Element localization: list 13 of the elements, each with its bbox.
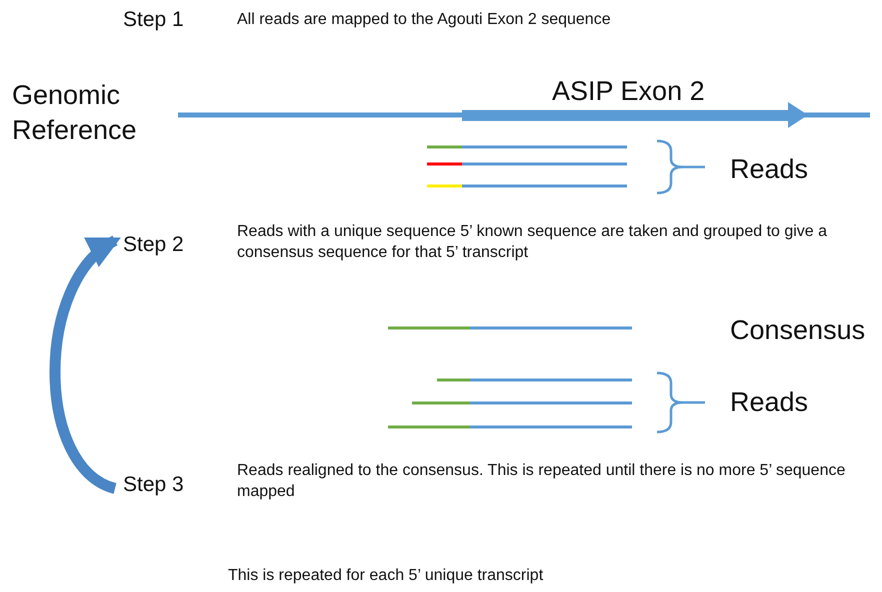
reads-label: Reads — [730, 153, 808, 186]
note-text: This is repeated for each 5’ unique transcript — [228, 566, 544, 586]
step-description: Reads realigned to the consensus. This is repeated until there is no more 5’ sequence mapped — [237, 461, 846, 502]
step-description: All reads are mapped to the Agouti Exon 2 sequence — [237, 10, 611, 30]
step-description: Reads with a unique sequence 5’ known sequence are taken and grouped to give a consensus sequence for that 5’ transcript — [237, 222, 828, 263]
reads-label: Reads — [730, 386, 808, 419]
curved-arrow — [50, 236, 120, 494]
step-label: Step 1 — [123, 7, 184, 33]
consensus-label: Consensus — [730, 314, 866, 347]
step-label: Step 2 — [123, 231, 184, 258]
exon-label: ASIP Exon 2 — [552, 75, 705, 108]
reference-label: Genomic Reference — [12, 79, 138, 148]
step-label: Step 3 — [123, 471, 184, 498]
